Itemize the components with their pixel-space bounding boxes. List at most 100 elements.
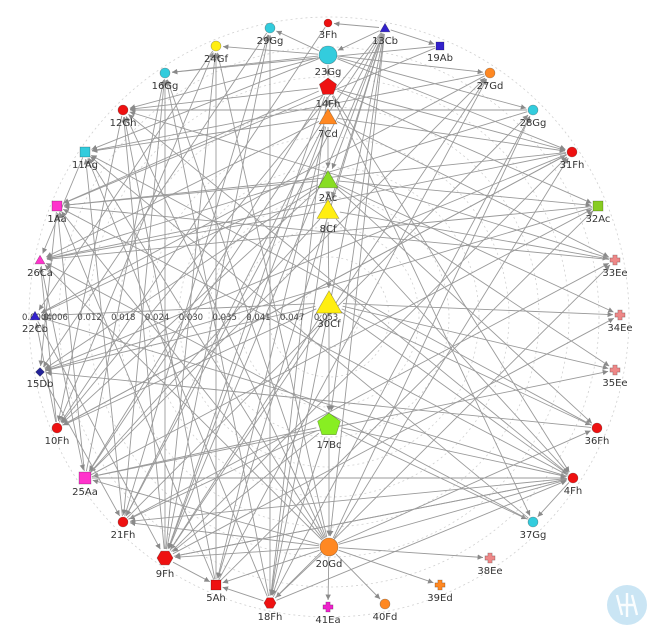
edge-13Cb-17Bc	[329, 33, 385, 412]
node-16Gg[interactable]: 16Gg	[152, 67, 179, 92]
node-11Ag[interactable]: 11Ag	[72, 146, 98, 171]
edge-2Ac-22Cb	[41, 184, 319, 314]
node-36Fh[interactable]: 36Fh	[585, 422, 610, 447]
node-layer: 1Aa 2Ac 3Fh 4Fh 5Ah 7Cd 8Cf 9Fh 10Fh 11Ag 12Gh 13Cb…	[22, 18, 633, 626]
node-19Ab[interactable]: 19Ab	[427, 41, 453, 64]
node-2Ac[interactable]: 2Ac	[317, 169, 339, 205]
edge-37Gg-11Ag	[90, 156, 529, 519]
node-24Gf[interactable]: 24Gf	[204, 40, 228, 65]
cross-marker	[609, 364, 621, 376]
edge-4Fh-22Cb	[41, 316, 568, 477]
edge-20Gd-12Gh	[125, 116, 326, 539]
edge-23Gg-31Fh	[337, 58, 566, 150]
node-37Gg[interactable]: 37Gg	[520, 516, 547, 541]
node-label: 30Cf	[317, 319, 341, 330]
node-label: 7Cd	[318, 129, 338, 140]
node-39Ed[interactable]: 39Ed	[427, 579, 453, 604]
triangle-marker	[379, 22, 391, 33]
edge-29Gg-15Db	[42, 32, 268, 368]
edge-20Gd-28Gg	[332, 116, 531, 539]
edge-5Ah-12Gh	[122, 116, 216, 580]
node-label: 29Gg	[257, 36, 284, 47]
circle-marker	[379, 598, 391, 610]
node-15Db[interactable]: 15Db	[27, 367, 54, 390]
circle-marker	[527, 104, 539, 116]
node-31Fh[interactable]: 31Fh	[560, 146, 585, 171]
node-1Aa[interactable]: 1Aa	[47, 200, 67, 225]
node-label: 18Fh	[258, 612, 283, 623]
edge-30Cf-22Cb	[41, 303, 316, 319]
node-10Fh[interactable]: 10Fh	[45, 422, 70, 447]
node-4Fh[interactable]: 4Fh	[564, 472, 582, 497]
edge-20Gd-31Fh	[333, 157, 569, 539]
axis-label-7: 0.035	[213, 313, 237, 323]
node-12Gh[interactable]: 12Gh	[110, 104, 137, 129]
node-label: 24Gf	[204, 54, 228, 65]
edge-13Cb-21Fh	[125, 33, 383, 517]
edge-25Aa-27Gd	[89, 77, 486, 474]
edge-5Ah-32Ac	[219, 210, 594, 582]
node-14Fh[interactable]: 14Fh	[316, 77, 341, 110]
node-label: 34Ee	[607, 323, 632, 334]
node-35Ee[interactable]: 35Ee	[602, 364, 628, 389]
edge-21Fh-29Gg	[124, 34, 270, 517]
edge-8Cf-26Ca	[46, 211, 317, 261]
node-label: 33Ee	[602, 268, 627, 279]
edge-22Cb-9Fh	[37, 321, 161, 550]
node-label: 9Fh	[156, 569, 174, 580]
node-label: 8Cf	[320, 224, 337, 235]
node-5Ah[interactable]: 5Ah	[206, 579, 226, 604]
edge-13Cb-23Gg	[337, 30, 380, 51]
node-29Gg[interactable]: 29Gg	[257, 22, 284, 47]
edge-11Ag-26Ca	[42, 157, 84, 254]
node-18Fh[interactable]: 18Fh	[258, 597, 283, 623]
node-38Ee[interactable]: 38Ee	[477, 552, 503, 577]
edge-24Gf-22Cb	[38, 50, 214, 311]
circle-marker	[51, 422, 63, 434]
node-32Ac[interactable]: 32Ac	[586, 200, 611, 225]
edge-20Gd-5Ah	[222, 549, 320, 584]
node-label: 14Fh	[316, 99, 341, 110]
node-34Ee[interactable]: 34Ee	[607, 309, 633, 334]
circle-marker	[591, 422, 603, 434]
node-20Gd[interactable]: 20Gd	[316, 537, 343, 570]
axis-label-3: 0.012	[77, 313, 101, 323]
square-marker	[79, 146, 91, 158]
node-33Ee[interactable]: 33Ee	[602, 254, 628, 279]
edge-10Fh-24Gf	[58, 52, 214, 423]
edge-30Cf-15Db	[45, 305, 316, 372]
node-28Gg[interactable]: 28Gg	[520, 104, 547, 129]
circle-marker	[117, 104, 129, 116]
node-41Ea[interactable]: 41Ea	[315, 601, 341, 626]
node-9Fh[interactable]: 9Fh	[156, 550, 174, 580]
edge-17Bc-9Fh	[172, 432, 320, 553]
edge-12Gh-10Fh	[56, 115, 123, 422]
node-8Cf[interactable]: 8Cf	[316, 198, 340, 236]
circle-marker	[484, 67, 496, 79]
edge-14Fh-12Gh	[129, 87, 319, 112]
node-3Fh[interactable]: 3Fh	[319, 18, 337, 41]
edge-14Fh-37Gg	[331, 95, 531, 516]
edge-13Cb-19Ab	[390, 29, 435, 45]
node-17Bc[interactable]: 17Bc	[316, 412, 342, 451]
edge-21Fh-11Ag	[83, 158, 123, 517]
node-7Cd[interactable]: 7Cd	[318, 107, 338, 141]
node-23Gg[interactable]: 23Gg	[315, 45, 342, 78]
node-13Cb[interactable]: 13Cb	[372, 22, 398, 47]
node-25Aa[interactable]: 25Aa	[72, 471, 98, 498]
node-27Gd[interactable]: 27Gd	[477, 67, 504, 92]
edge-30Cf-34Ee	[342, 303, 614, 318]
edge-2Ac-15Db	[44, 185, 320, 370]
pentagon-marker	[317, 412, 341, 436]
edge-20Gd-36Fh	[337, 430, 591, 544]
node-label: 26Ca	[27, 268, 53, 279]
node-21Fh[interactable]: 21Fh	[111, 516, 136, 541]
node-22Cb[interactable]: 22Cb	[22, 310, 48, 335]
node-26Ca[interactable]: 26Ca	[27, 254, 53, 279]
edge-8Cf-30Cf	[326, 221, 332, 289]
square-marker	[51, 200, 63, 212]
node-30Cf[interactable]: 30Cf	[315, 290, 343, 330]
cross-marker	[614, 309, 626, 321]
node-40Fd[interactable]: 40Fd	[373, 598, 398, 623]
triangle-marker	[315, 290, 343, 314]
